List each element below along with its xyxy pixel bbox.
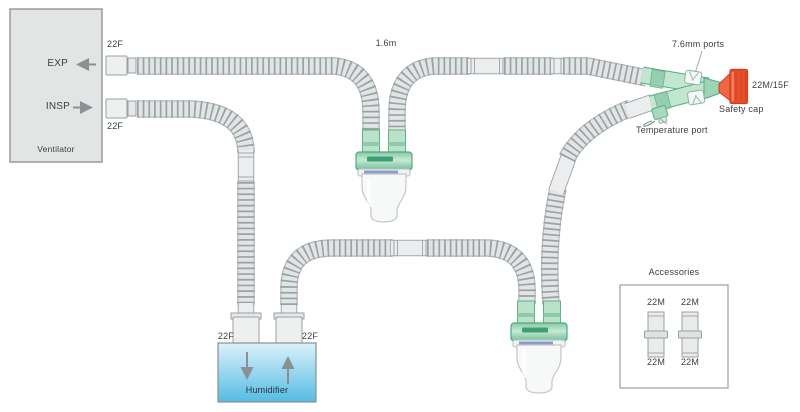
humidifier-inlet-size-label: 22F <box>217 331 234 341</box>
temperature-port <box>643 105 669 127</box>
accessories-title: Accessories <box>648 267 700 277</box>
adapter-22m-22m-1 <box>644 311 668 358</box>
adapter2-top-size-label: 22M <box>680 297 700 307</box>
adapter1-top-size-label: 22M <box>646 297 666 307</box>
adapter-22m-22m-2 <box>678 311 702 358</box>
inspiratory-limb-tube <box>137 109 254 318</box>
expiratory-limb-tube <box>137 58 647 133</box>
ports-label: 7.6mm ports <box>672 39 725 49</box>
wye-piece <box>640 66 724 113</box>
humidifier-outlet-size-label: 22F <box>302 331 319 341</box>
ports-leader-line <box>695 50 703 73</box>
port-cap-upper <box>684 69 703 86</box>
humidifier-box <box>217 342 317 403</box>
insp-port-size-label: 22F <box>107 121 124 131</box>
safety-cap-label: Safety cap <box>719 104 764 114</box>
humidifier-outlet-connector <box>273 312 305 345</box>
insp-port-connector <box>105 98 137 119</box>
exp-port-size-label: 22F <box>107 39 124 49</box>
humidifier-label: Humidifier <box>245 385 289 395</box>
humidifier-outlet-tube <box>289 241 527 319</box>
adapter2-bottom-size-label: 22M <box>680 357 700 367</box>
safety-cap <box>718 68 749 105</box>
exp-port-connector <box>105 55 137 76</box>
expiratory-water-trap <box>354 128 414 224</box>
temperature-port-leader-line <box>658 117 668 125</box>
humidifier-inlet-connector <box>230 312 262 345</box>
ventilator-box <box>9 8 103 163</box>
patient-connection-size-label: 22M/15F <box>752 80 789 90</box>
exp-label: EXP <box>47 58 68 69</box>
ventilator-label: Ventilator <box>37 144 75 154</box>
tube-length-label: 1.6m <box>375 38 397 48</box>
port-cap-lower <box>687 89 706 106</box>
temperature-port-label: Temperature port <box>636 125 708 135</box>
insp-label: INSP <box>45 101 70 112</box>
accessories-box <box>619 284 729 389</box>
inspiratory-water-trap <box>509 299 569 395</box>
adapter1-bottom-size-label: 22M <box>646 357 666 367</box>
